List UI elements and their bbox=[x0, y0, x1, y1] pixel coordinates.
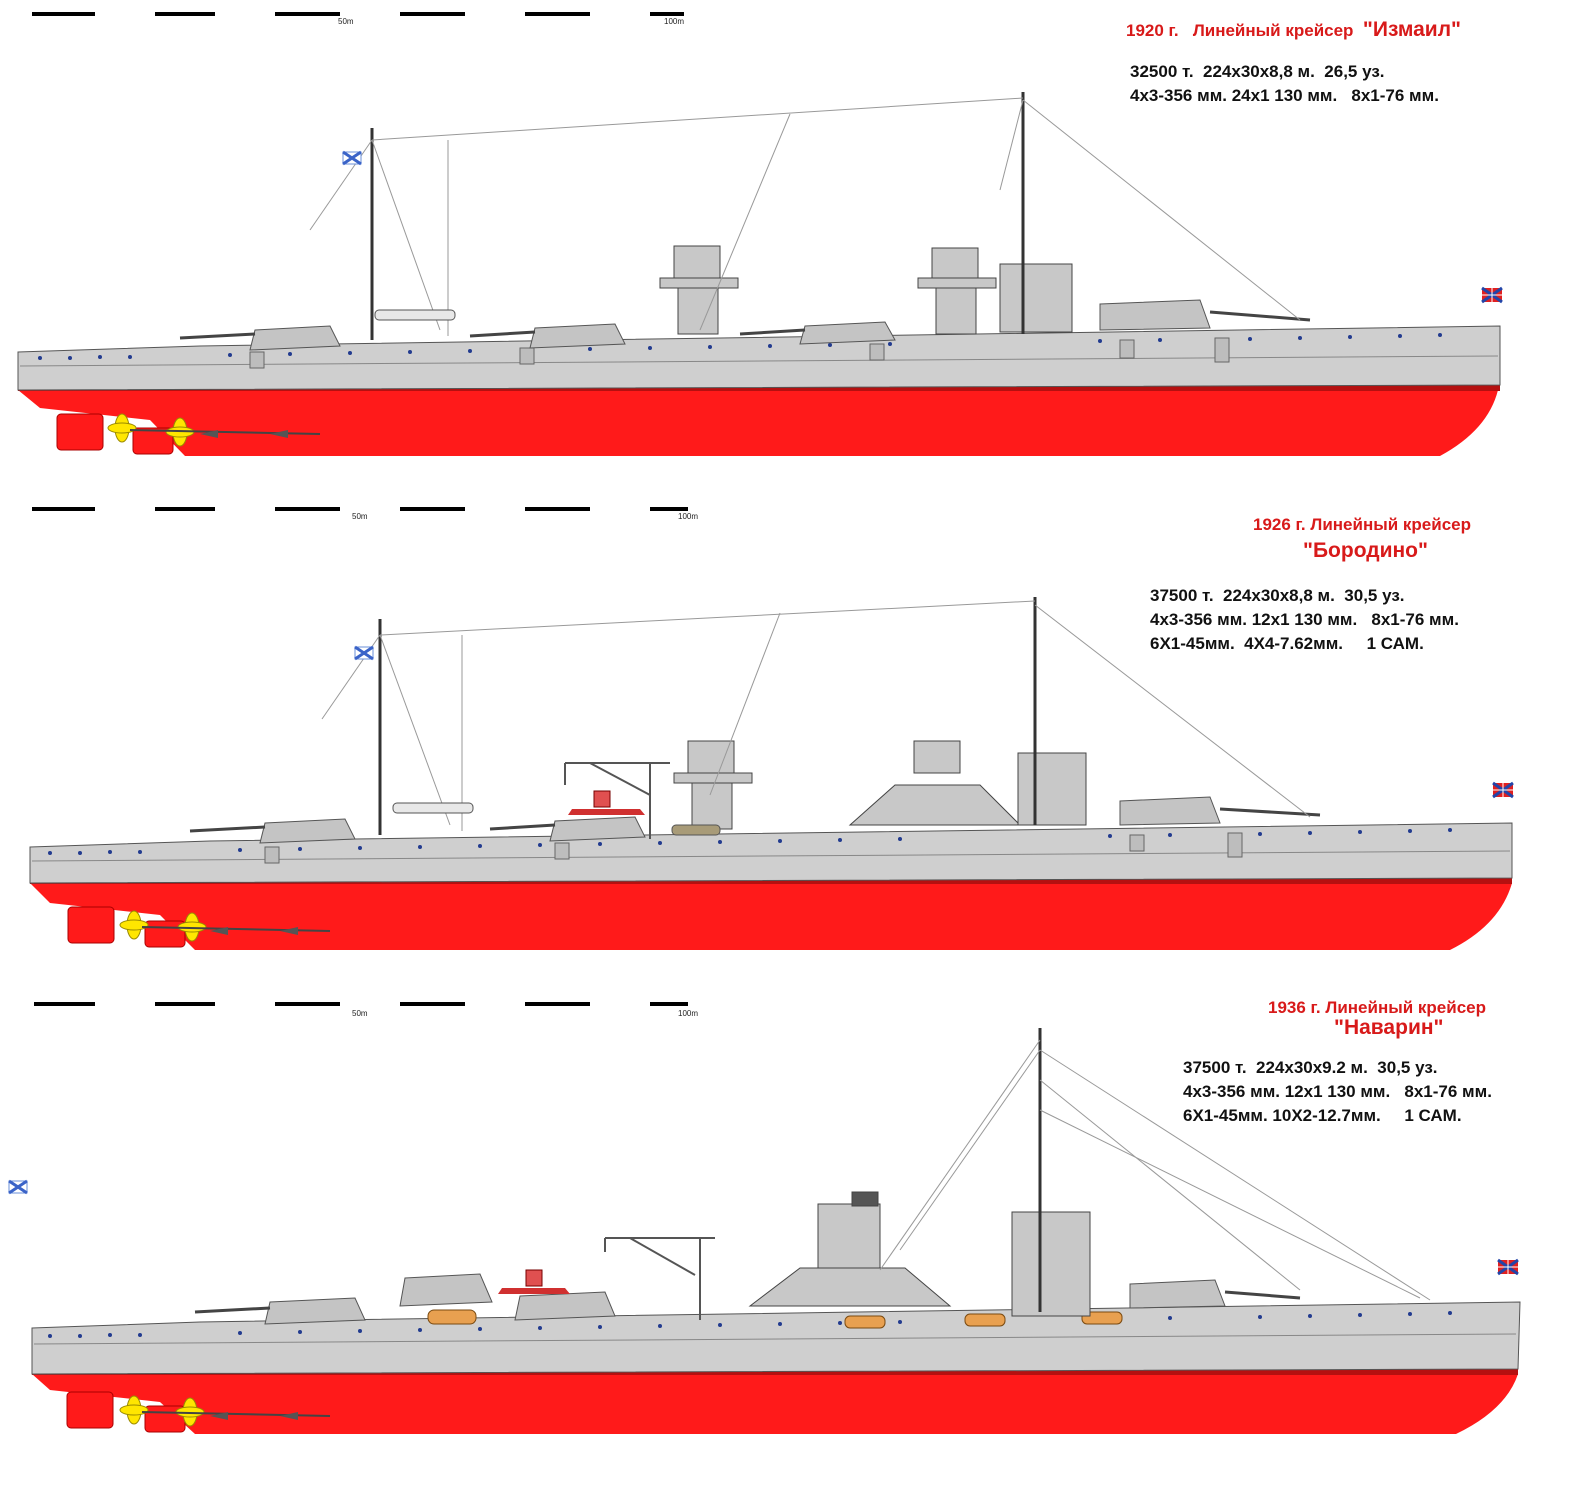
ship-type: Линейный крейсер bbox=[1310, 515, 1471, 534]
aircraft-crane bbox=[604, 1237, 715, 1320]
propeller-shaft bbox=[141, 926, 331, 932]
propeller bbox=[119, 910, 207, 942]
ship-specs: 37500 т. 224х30х9.2 м. 30,5 уз. 4х3-356 … bbox=[1183, 1056, 1492, 1128]
jack-flag-icon bbox=[1492, 781, 1514, 799]
jack-flag-icon bbox=[1497, 1258, 1519, 1276]
underwater-hull bbox=[18, 390, 1498, 456]
propeller bbox=[119, 1395, 205, 1427]
jack-flag-icon bbox=[1481, 286, 1503, 304]
ship-plate-navarin: 50m 100m 1936 г. Линейный крейсер "Навар… bbox=[0, 990, 1570, 1490]
spec-line: 37500 т. 224х30х9.2 м. 30,5 уз. bbox=[1183, 1058, 1438, 1077]
propeller-shaft bbox=[129, 429, 321, 435]
main-turret bbox=[194, 1273, 1301, 1325]
ship-name: "Наварин" bbox=[1334, 1016, 1444, 1039]
main-turret bbox=[179, 299, 1311, 351]
rudder bbox=[132, 427, 174, 455]
ship-title-line: 1936 г. Линейный крейсер bbox=[1268, 998, 1486, 1018]
funnel bbox=[659, 245, 997, 335]
st-andrew-flag-icon bbox=[8, 1179, 28, 1195]
ship-specs: 32500 т. 224х30х8,8 м. 26,5 уз. 4х3-356 … bbox=[1130, 60, 1439, 108]
aft-superstructure bbox=[1017, 752, 1087, 826]
st-andrew-flag-icon bbox=[342, 150, 362, 166]
aircraft-crane bbox=[564, 762, 670, 839]
rudder bbox=[56, 413, 104, 451]
spec-line: 37500 т. 224х30х8,8 м. 30,5 уз. bbox=[1150, 586, 1405, 605]
rudder bbox=[67, 906, 115, 944]
upper-hull bbox=[31, 1301, 1521, 1375]
spec-line: 4х3-356 мм. 24х1 130 мм. 8х1-76 мм. bbox=[1130, 86, 1439, 105]
propeller bbox=[107, 413, 195, 447]
spec-line: 4х3-356 мм. 12х1 130 мм. 8х1-76 мм. bbox=[1150, 610, 1459, 629]
ship-title: 1920 г. Линейный крейсер "Измаил" bbox=[1126, 18, 1461, 42]
st-andrew-flag-icon bbox=[354, 645, 374, 661]
scale-bar bbox=[32, 507, 688, 511]
ship-plate-borodino: 50m 100m 1926 г. Линейный крейсер "Бород… bbox=[0, 495, 1570, 975]
scale-label-100: 100m bbox=[678, 1009, 699, 1018]
ship-type: Линейный крейсер bbox=[1325, 998, 1486, 1017]
spec-line: 4х3-356 мм. 12х1 130 мм. 8х1-76 мм. bbox=[1183, 1082, 1492, 1101]
propeller-shaft bbox=[141, 1411, 331, 1417]
ship-name-line: "Наварин" bbox=[1334, 1016, 1444, 1040]
aft-superstructure bbox=[999, 263, 1073, 333]
life-raft bbox=[427, 1309, 1123, 1329]
main-turret bbox=[189, 796, 1321, 844]
underwater-hull bbox=[30, 883, 1512, 950]
funnel bbox=[748, 1191, 952, 1307]
seaplane-icon bbox=[498, 1269, 570, 1294]
ship-title-line: 1926 г. Линейный крейсер bbox=[1253, 515, 1471, 535]
scale-bar bbox=[32, 12, 684, 16]
seaplane-icon bbox=[568, 790, 645, 815]
spec-line: 6Х1-45мм. 4Х4-7.62мм. 1 САМ. bbox=[1150, 634, 1424, 653]
aft-superstructure bbox=[1011, 1211, 1091, 1317]
spec-line: 6Х1-45мм. 10Х2-12.7мм. 1 САМ. bbox=[1183, 1106, 1462, 1125]
boat bbox=[671, 824, 721, 836]
ship-profile-ismail bbox=[17, 12, 1503, 456]
ship-plate-ismail: 50m 100m 1920 г. Линейный крейсер "Измаи… bbox=[0, 0, 1570, 480]
scale-label-100: 100m bbox=[678, 512, 699, 521]
underwater-hull bbox=[32, 1374, 1518, 1434]
boat bbox=[374, 309, 456, 321]
ship-name-line: "Бородино" bbox=[1303, 539, 1428, 563]
ship-name: "Измаил" bbox=[1362, 18, 1461, 41]
boat bbox=[392, 802, 474, 814]
upper-hull bbox=[29, 822, 1513, 884]
funnel bbox=[673, 740, 1022, 830]
scale-label-50: 50m bbox=[352, 512, 368, 521]
scale-bar bbox=[34, 1002, 688, 1006]
ship-name: "Бородино" bbox=[1303, 539, 1428, 562]
ship-type: Линейный крейсер bbox=[1192, 21, 1354, 40]
scale-label-50: 50m bbox=[352, 1009, 368, 1018]
ship-year: 1920 г. bbox=[1126, 21, 1179, 40]
ship-specs: 37500 т. 224х30х8,8 м. 30,5 уз. 4х3-356 … bbox=[1150, 584, 1459, 656]
rudder bbox=[66, 1391, 114, 1429]
spec-line: 32500 т. 224х30х8,8 м. 26,5 уз. bbox=[1130, 62, 1385, 81]
ship-profile-borodino bbox=[29, 507, 1514, 950]
scale-label-100: 100m bbox=[664, 17, 685, 26]
ship-profile-navarin bbox=[8, 1002, 1521, 1434]
ship-year: 1936 г. bbox=[1268, 998, 1321, 1017]
scale-label-50: 50m bbox=[338, 17, 354, 26]
ship-year: 1926 г. bbox=[1253, 515, 1306, 534]
